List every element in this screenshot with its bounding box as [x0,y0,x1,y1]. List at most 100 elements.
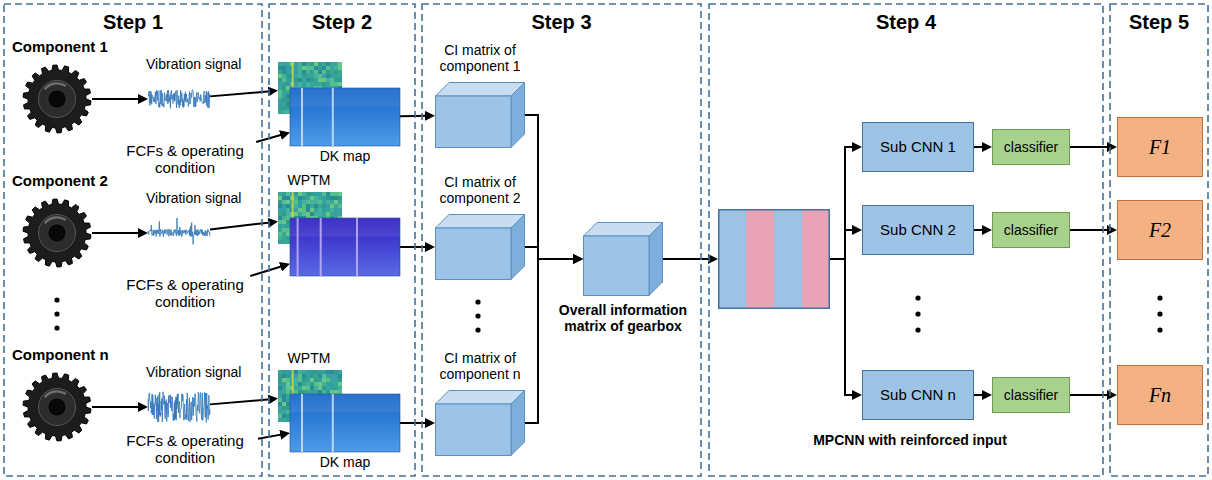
flow-arrow [210,91,273,96]
wptm-cell [306,204,310,208]
dk-map-band [290,88,400,107]
wptm-cell [310,66,314,70]
wptm-cell [314,82,318,86]
wptm-cell [334,378,338,382]
waveform-image [148,390,210,424]
ellipsis-dots-step1 [54,297,59,330]
wptm-cell [282,98,286,102]
wptm-cell [302,78,306,82]
waveform-image [148,216,210,250]
wptm-cell [286,236,290,240]
wptm-cell [286,102,290,106]
flow-arrow [525,259,578,423]
wptm-cell [294,192,298,196]
wptm-cell [282,228,286,232]
step-title: Step 1 [3,11,263,34]
step-title: Step 4 [708,11,1104,34]
dot [54,325,59,330]
vibration-waveform [148,392,210,422]
wptm-cell [294,390,298,394]
wptm-cell [278,208,282,212]
wptm-cell [278,200,282,204]
process-box: F2 [1117,200,1203,260]
flow-arrow [92,232,143,234]
wptm-cell [302,382,306,386]
gear-image [22,64,92,134]
wptm-cell [278,78,282,82]
cube-front [436,96,512,148]
wptm-cell [286,70,290,74]
wptm-cell [306,382,310,386]
wptm-cell [282,200,286,204]
input-border [719,210,830,309]
wptm-cell [338,204,342,208]
wptm-cell [282,370,286,374]
wptm-cell [306,374,310,378]
step-panel: Step 1Component 1Vibration signalFCFs & … [3,3,263,477]
text-slot: Step 1 [3,11,263,34]
wptm-cell [306,208,310,212]
wptm-cell [294,74,298,78]
flow-arrow [256,134,285,142]
wptm-cell [286,418,290,422]
wptm-cell [278,406,282,410]
wptm-cell [330,382,334,386]
dot [1157,295,1162,300]
wptm-cell [330,200,334,204]
wptm-cell [314,212,318,216]
wptm-cell [282,204,286,208]
signal-label: Vibration signal [146,190,260,206]
wptm-cell [298,74,302,78]
wptm-cell [282,224,286,228]
cube-front [584,236,650,296]
wptm-cell [286,204,290,208]
wptm-cell [334,192,338,196]
wptm-cell [298,78,302,82]
box-label: classifier [1004,222,1058,238]
wptm-cell [278,240,282,244]
text-slot: Overall information matrix of gearbox [548,302,698,334]
cube-front [436,228,512,280]
wptm-cell [338,82,342,86]
wptm-cell [282,70,286,74]
wptm-cell [286,90,290,94]
label-slot: MPCNN with reinforced input [740,432,1080,448]
map-label: WPTM [278,172,340,188]
wptm-cell [322,78,326,82]
process-box: Sub CNN 2 [862,205,974,255]
dk-map-image [290,218,400,276]
wptm-cell [310,196,314,200]
wptm-cell [278,386,282,390]
wptm-cell [298,66,302,70]
gear-bore [48,224,67,243]
wptm-cell [282,378,286,382]
cube-side [511,215,525,280]
wptm-cell [318,200,322,204]
wptm-cell [282,208,286,212]
wptm-cell [286,414,290,418]
dk-map-line [332,394,334,452]
gear-teeth [23,373,91,441]
wptm-cell [278,94,282,98]
wptm-cell [334,208,338,212]
box-label: F2 [1149,219,1171,242]
wptm-cell [282,216,286,220]
wptm-cell [298,196,302,200]
step-panel: Step 4Sub CNN 1classifierSub CNN 2classi… [708,3,1104,477]
wptm-cell [298,208,302,212]
wptm-cell [302,212,306,216]
wptm-cell [278,390,282,394]
wptm-cell [286,82,290,86]
wptm-cell [294,70,298,74]
flow-arrow [1070,146,1112,148]
dk-map-image [290,88,400,146]
wptm-cell [318,66,322,70]
flow-arrow [210,399,273,404]
wptm-cell [282,94,286,98]
wptm-cell [278,236,282,240]
process-box: Sub CNN n [862,370,974,420]
cube-side [649,223,663,296]
vibration-waveform [148,90,210,109]
wptm-cell [282,62,286,66]
